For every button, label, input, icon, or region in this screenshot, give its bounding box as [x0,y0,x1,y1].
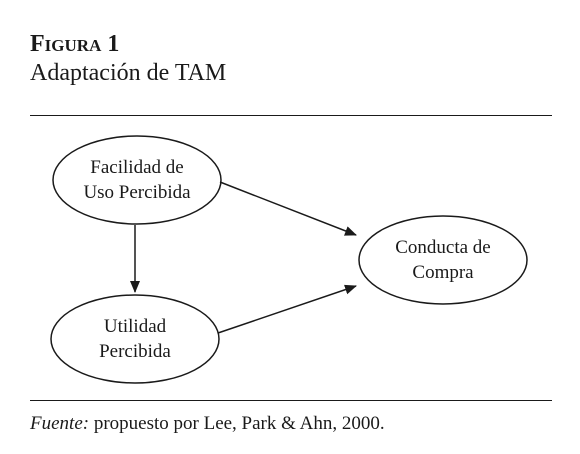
top-rule [30,115,552,116]
node-purchase: Conducta de Compra [358,215,528,305]
bottom-rule [30,400,552,401]
arrow-usefulness-to-purchase [217,284,357,334]
figure-number: 1 [107,31,120,57]
node-purchase-line1: Conducta de [395,237,491,258]
source-label: Fuente: [30,413,90,434]
node-ease-of-use-shape [52,135,222,225]
node-purchase-shape [358,215,528,305]
node-purchase-line2: Compra [412,262,474,283]
source-text: propuesto por Lee, Park & Ahn, 2000. [93,413,385,434]
node-usefulness-line2: Percibida [99,341,171,362]
node-ease-of-use-line1: Facilidad de [90,157,183,178]
arrow-ease-to-purchase [219,181,357,236]
node-usefulness-line1: Utilidad [104,316,167,337]
node-ease-of-use: Facilidad de Uso Percibida [52,135,222,225]
figure-label-rest: igura [44,31,102,57]
node-usefulness: Utilidad Percibida [50,294,220,384]
node-usefulness-shape [50,294,220,384]
figure-subtitle: Adaptación de TAM [30,60,227,86]
figure-title: Figura 1 [30,30,119,58]
figure-label-first: F [30,31,45,57]
source-note: Fuente: propuesto por Lee, Park & Ahn, 2… [30,412,385,436]
node-ease-of-use-line2: Uso Percibida [83,182,191,203]
